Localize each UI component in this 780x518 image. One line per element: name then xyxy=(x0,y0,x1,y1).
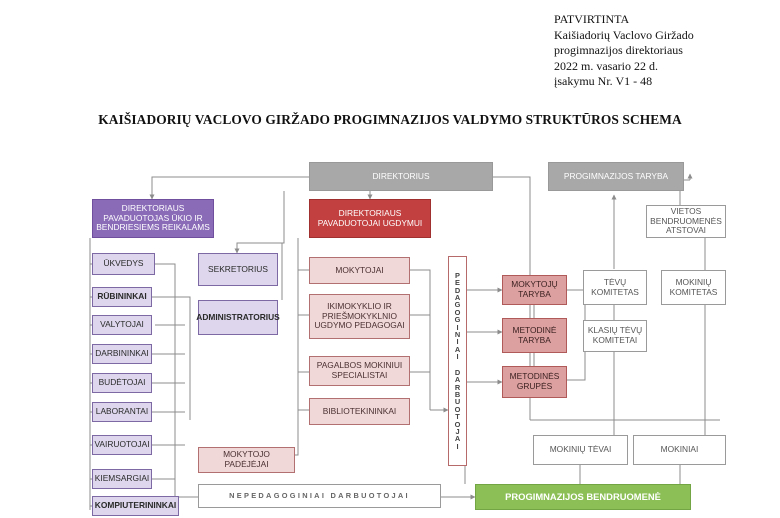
box-mokiniu-komitetas: MOKINIŲ KOMITETAS xyxy=(661,270,726,305)
box-kiemsargiai: KIEMSARGIAI xyxy=(92,469,152,489)
box-administratorius: ADMINISTRATORIUS xyxy=(196,300,280,335)
approval-line: progimnazijos direktoriaus xyxy=(554,43,683,57)
box-vietos-bendruomenes: VIETOS BENDRUOMENĖS ATSTOVAI xyxy=(646,205,726,238)
box-rubininkai: RŪBININKAI xyxy=(92,287,152,307)
approval-block: PATVIRTINTA Kaišiadorių Vaclovo Giržado … xyxy=(554,12,694,90)
box-nepedagoginiai-darbuotojai: NEPEDAGOGINIAI DARBUOTOJAI xyxy=(198,484,441,508)
box-ukvedys: ŪKVEDYS xyxy=(92,253,155,275)
box-mokiniai: MOKINIAI xyxy=(633,435,726,465)
box-progimnazijos-taryba: PROGIMNAZIJOS TARYBA xyxy=(548,162,684,191)
box-mokiniu-tevai: MOKINIŲ TĖVAI xyxy=(533,435,628,465)
box-vairuotojai: VAIRUOTOJAI xyxy=(92,435,152,455)
approval-line: PATVIRTINTA xyxy=(554,12,630,26)
connector xyxy=(155,263,176,510)
document-title: KAIŠIADORIŲ VACLOVO GIRŽADO PROGIMNAZIJO… xyxy=(98,112,682,127)
connector xyxy=(149,176,309,200)
approval-line: 2022 m. vasario 22 d. xyxy=(554,58,658,73)
box-pagalbos-specialistai: PAGALBOS MOKINIUI SPECIALISTAI xyxy=(309,356,410,386)
approval-line: įsakymu Nr. V1 - 48 xyxy=(554,74,653,88)
connector xyxy=(281,242,284,300)
box-direktorius: DIREKTORIUS xyxy=(309,162,493,191)
box-metodine-taryba: METODINĖ TARYBA xyxy=(502,318,567,353)
box-pavaduotojas-ukio: DIREKTORIAUS PAVADUOTOJAS ŪKIO IR BENDRI… xyxy=(92,199,214,238)
box-mokytojo-padejejai: MOKYTOJO PADĖJĖJAI xyxy=(198,447,295,473)
box-bibliotekininkai: BIBLIOTEKININKAI xyxy=(309,398,410,425)
box-klasiu-tevu-komitetai: KLASIŲ TĖVŲ KOMITETAI xyxy=(583,320,647,352)
box-sekretorius: SEKRETORIUS xyxy=(198,253,278,286)
box-darbininkai: DARBININKAI xyxy=(92,344,152,364)
box-pavaduotojai-ugdymui: DIREKTORIAUS PAVADUOTOJAI UGDYMUI xyxy=(309,199,431,238)
box-budetojai: BUDĖTOJAI xyxy=(92,373,152,393)
connector xyxy=(410,269,431,410)
box-laborantai: LABORANTAI xyxy=(92,402,152,422)
box-metodines-grupes: METODINĖS GRUPĖS xyxy=(502,366,567,398)
box-mokytoju-taryba: MOKYTOJŲ TARYBA xyxy=(502,275,567,305)
box-mokytojai: MOKYTOJAI xyxy=(309,257,410,284)
approval-line: Kaišiadorių Vaclovo Giržado xyxy=(554,27,694,42)
connector xyxy=(152,296,191,420)
connector xyxy=(234,191,285,254)
box-tevu-komitetas: TĖVŲ KOMITETAS xyxy=(583,270,647,305)
box-kompiuterininkai: KOMPIUTERININKAI xyxy=(92,496,179,516)
box-ikimokyklio-pedagogai: IKIMOKYKLIO IR PRIEŠMOKYKLNIO UGDYMO PED… xyxy=(309,294,410,339)
box-valytojai: VALYTOJAI xyxy=(92,315,152,335)
box-progimnazijos-bendruomene: PROGIMNAZIJOS BENDRUOMENĖ xyxy=(475,484,691,510)
connector xyxy=(290,238,299,456)
